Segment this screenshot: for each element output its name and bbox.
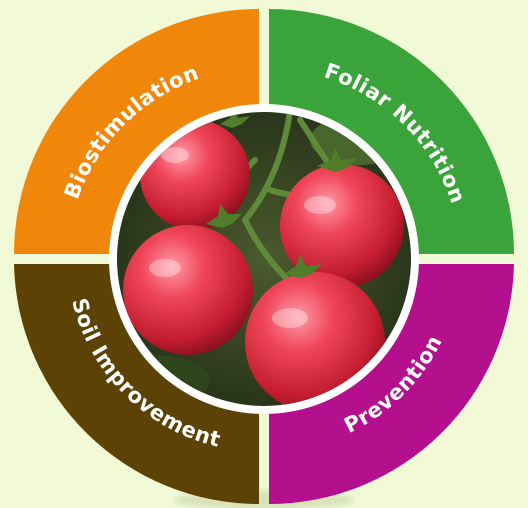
tomato-right [280, 164, 404, 288]
tomato-left [123, 225, 253, 355]
tomato-bottom [245, 272, 385, 406]
